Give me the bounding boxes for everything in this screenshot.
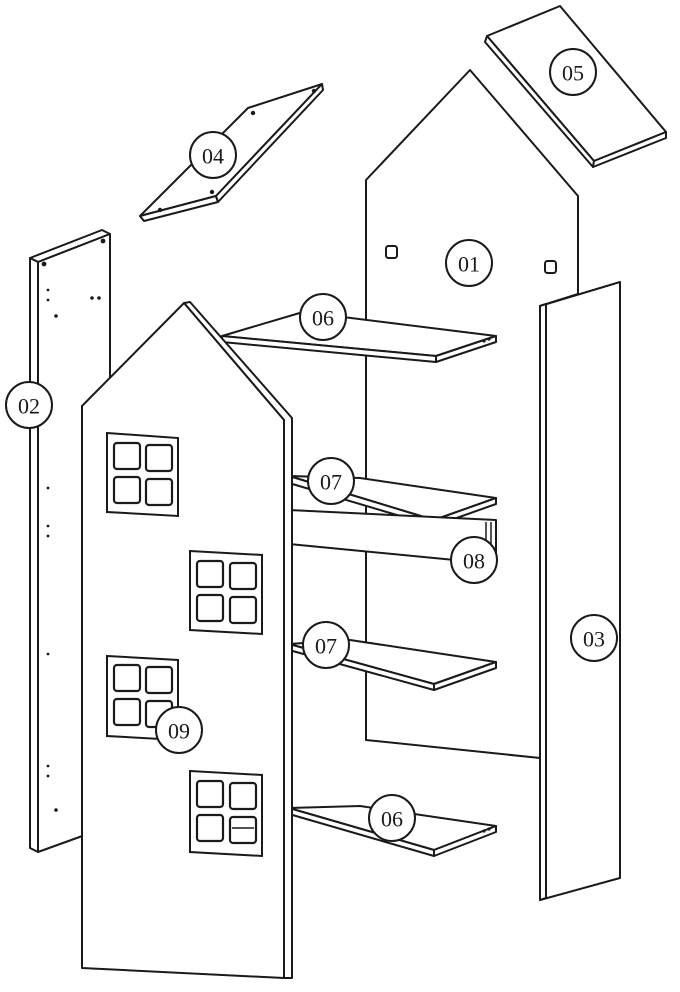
callout-03: 03 [570, 614, 618, 662]
callout-label-07-lower: 07 [315, 634, 337, 659]
callout-01: 01 [445, 239, 493, 287]
callout-label-01: 01 [458, 252, 480, 277]
callout-07-lower: 07 [302, 621, 350, 669]
back-panel-01 [365, 69, 579, 759]
front-panel-09 [81, 301, 293, 979]
callout-label-04: 04 [202, 144, 224, 169]
shelf-06-top [221, 311, 497, 363]
callout-02: 02 [5, 381, 53, 429]
window-1 [106, 431, 179, 518]
callout-label-05: 05 [562, 61, 584, 86]
callout-06-top: 06 [299, 293, 347, 341]
right-side-panel-03 [539, 281, 621, 901]
callout-08: 08 [450, 536, 498, 584]
callout-07-upper: 07 [307, 457, 355, 505]
callout-label-07-upper: 07 [320, 470, 342, 495]
callout-06-bottom: 06 [368, 794, 416, 842]
callout-label-06-top: 06 [312, 306, 334, 331]
callout-label-08: 08 [463, 549, 485, 574]
callout-label-09: 09 [168, 719, 190, 744]
callout-09: 09 [155, 706, 203, 754]
callout-label-06-bottom: 06 [381, 807, 403, 832]
callout-label-03: 03 [583, 627, 605, 652]
callout-label-02: 02 [18, 394, 40, 419]
window-4 [189, 769, 263, 858]
callout-05: 05 [549, 48, 597, 96]
window-2 [189, 549, 263, 636]
callout-04: 04 [189, 131, 237, 179]
